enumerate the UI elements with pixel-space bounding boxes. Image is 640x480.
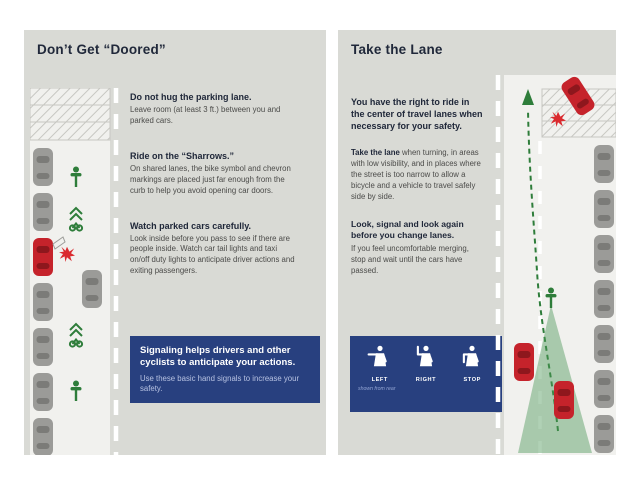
signaling-callout: Signaling helps drivers and other cyclis… xyxy=(130,336,320,404)
section-body: On shared lanes, the bike symbol and che… xyxy=(130,163,291,195)
section-parking-lane: Do not hug the parking lane. Leave room … xyxy=(130,92,296,127)
hand-signal-left-icon xyxy=(367,345,387,367)
parked-car-icon xyxy=(594,415,614,453)
hand-signals-row: LEFT RIGHT xyxy=(358,343,494,383)
parked-car-icon xyxy=(594,280,614,318)
hand-signals-box: LEFT RIGHT xyxy=(350,336,502,412)
signal-label: RIGHT xyxy=(415,377,437,383)
parked-car-icon xyxy=(33,193,53,231)
parking-hatch-area xyxy=(30,88,111,141)
panel-take-the-lane: Take the Lane You have the right to ride… xyxy=(338,30,616,455)
visibility-cone xyxy=(518,305,592,453)
parked-car-icon xyxy=(594,325,614,363)
doored-street-scene xyxy=(30,88,119,455)
driving-car-icon xyxy=(82,270,102,308)
parked-car-icon xyxy=(33,418,53,455)
signal-left: LEFT xyxy=(358,343,402,383)
section-heading: Watch parked cars carefully. xyxy=(130,220,252,231)
signal-label: LEFT xyxy=(371,377,388,383)
take-lane-street-scene xyxy=(495,75,616,455)
callout-heading: Signaling helps drivers and other cyclis… xyxy=(140,345,296,369)
hand-signal-right-icon xyxy=(416,345,433,367)
section-body: Look inside before you pass to see if th… xyxy=(130,233,295,276)
parked-car-icon xyxy=(594,235,614,273)
parked-car-icon xyxy=(594,370,614,408)
left-text-column: Do not hug the parking lane. Leave room … xyxy=(130,92,296,301)
section-heading: Ride on the “Sharrows.” xyxy=(130,150,235,161)
parked-car-icon xyxy=(33,373,53,411)
callout-body: Use these basic hand signals to increase… xyxy=(140,373,300,394)
hand-signal-stop-icon xyxy=(463,345,479,367)
section-look-signal: Look, signal and look again before you c… xyxy=(351,219,484,277)
signal-label: STOP xyxy=(463,377,481,383)
section-sharrows: Ride on the “Sharrows.” On shared lanes,… xyxy=(130,151,296,197)
parked-car-icon xyxy=(594,190,614,228)
signals-caption: shown from rear xyxy=(358,386,396,392)
parked-car-icon xyxy=(33,328,53,366)
section-body: Leave room (at least 3 ft.) between you … xyxy=(130,105,281,125)
right-panel-title: Take the Lane xyxy=(351,42,443,57)
parked-car-icon xyxy=(33,283,53,321)
right-text-column: You have the right to ride in the center… xyxy=(351,96,484,277)
left-panel-title: Don’t Get “Doored” xyxy=(37,42,166,57)
route-arrow-icon xyxy=(522,89,534,105)
intro-text: You have the right to ride in the center… xyxy=(351,97,483,132)
open-door-icon xyxy=(52,236,66,250)
red-car-icon xyxy=(514,343,534,381)
signal-stop: STOP xyxy=(450,343,494,383)
take-lane-paragraph: Take the lane when turning, in areas wit… xyxy=(351,148,484,203)
signal-right: RIGHT xyxy=(404,343,448,383)
red-car-icon xyxy=(554,381,574,419)
take-lane-rest: when turning, in areas with low visibili… xyxy=(351,148,481,202)
section-watch-cars: Watch parked cars carefully. Look inside… xyxy=(130,221,296,278)
section-body: If you feel uncomfortable merging, stop … xyxy=(351,244,469,276)
panel-dont-get-doored: Don’t Get “Doored” xyxy=(24,30,326,455)
red-car-open-door-icon xyxy=(33,238,53,276)
section-heading: Look, signal and look again before you c… xyxy=(351,218,464,241)
take-lane-bold: Take the lane xyxy=(351,148,400,158)
parked-car-icon xyxy=(594,145,614,183)
parked-car-icon xyxy=(33,148,53,186)
section-heading: Do not hug the parking lane. xyxy=(130,92,252,102)
